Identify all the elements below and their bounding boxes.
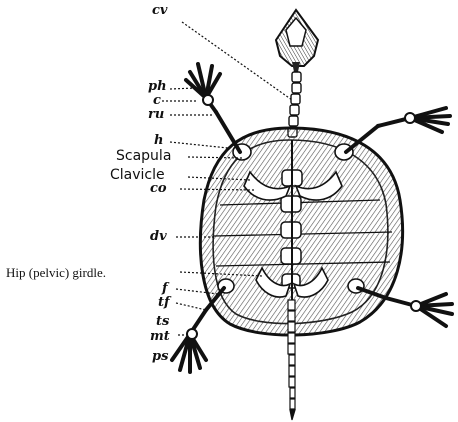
label-h: h	[154, 134, 163, 147]
label-f: f	[162, 282, 168, 295]
label-ph: ph	[148, 80, 167, 93]
label-co: co	[150, 182, 167, 195]
skull	[276, 10, 318, 72]
label-tf: tf	[158, 296, 170, 309]
label-clavicle: Clavicle	[110, 168, 165, 182]
label-ts: ts	[156, 315, 169, 328]
left-hindlimb	[172, 288, 224, 372]
label-hip-pelvic-girdle: Hip (pelvic) girdle.	[6, 266, 106, 279]
label-scapula: Scapula	[116, 149, 171, 163]
label-c: c	[153, 94, 161, 107]
label-ps: ps	[152, 350, 168, 363]
label-mt: mt	[150, 330, 170, 343]
tail-vertebrae	[288, 300, 295, 420]
left-forelimb	[186, 64, 240, 152]
label-ru: ru	[148, 108, 164, 121]
label-cv: cv	[152, 4, 167, 17]
label-dv: dv	[150, 230, 167, 243]
